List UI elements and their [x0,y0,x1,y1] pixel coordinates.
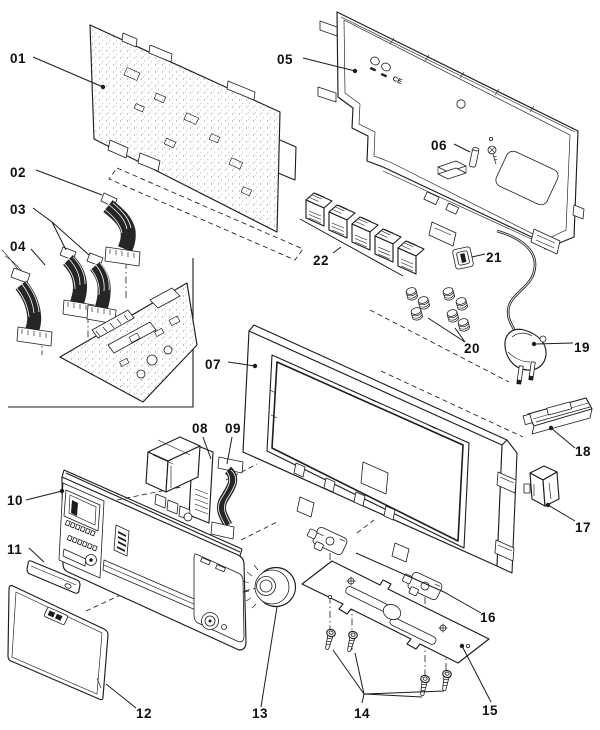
part-19-power-cord [496,229,547,385]
part-13-knob [242,564,297,609]
callout-03-label: 03 [10,202,26,217]
callout-09-label: 09 [225,421,241,436]
callout-07-label: 07 [205,357,221,372]
part-10-control-panel [58,469,247,651]
callout-04-label: 04 [10,239,26,254]
callout-17-label: 17 [575,520,591,535]
callout-02-label: 02 [10,165,26,180]
part-12-door-panel [7,584,109,701]
part-04-harness [1,249,53,347]
part-22-switch-row [299,192,425,277]
callout-10-label: 10 [7,493,23,508]
ce-mark-label: CE [391,75,403,86]
part-21-grommet [452,246,474,270]
callout-20-label: 20 [464,341,480,356]
callout-08-label: 08 [192,421,208,436]
part-07-panel-frame [242,324,518,574]
callout-15-label: 15 [482,703,498,718]
callout-11-label: 11 [7,542,22,557]
part-08-transformer-module [145,436,214,524]
part-20-lamp-holders [404,286,471,333]
callout-18-label: 18 [575,444,591,459]
display-pcb-subassembly [8,258,198,408]
part-05-rear-housing: CE [317,11,585,255]
part-09-ribbon-cable [210,456,244,540]
callout-leader-lines [25,56,576,709]
part-03-harness-pair [59,246,117,325]
part-02-harness [100,192,141,267]
callout-22-label: 22 [313,253,329,268]
callout-16-label: 16 [480,610,496,625]
part-18-latch-rail [522,397,593,435]
callout-21-label: 21 [486,250,502,265]
part-17-lock-housing [523,465,560,507]
part-15-mounting-plate [301,560,490,664]
part-11-trim-strip [26,560,81,594]
callout-14-label: 14 [354,706,370,721]
callout-19-label: 19 [574,340,590,355]
callout-12-label: 12 [136,706,152,721]
part-01-main-pcb [89,24,297,233]
part-06-fixing-kit [437,136,498,180]
callout-labels: 01 02 03 04 05 06 07 08 09 10 11 12 13 1… [7,51,591,721]
callout-13-label: 13 [252,706,268,721]
callout-06-label: 06 [431,138,447,153]
callout-01-label: 01 [10,51,26,66]
callout-05-label: 05 [277,52,293,67]
